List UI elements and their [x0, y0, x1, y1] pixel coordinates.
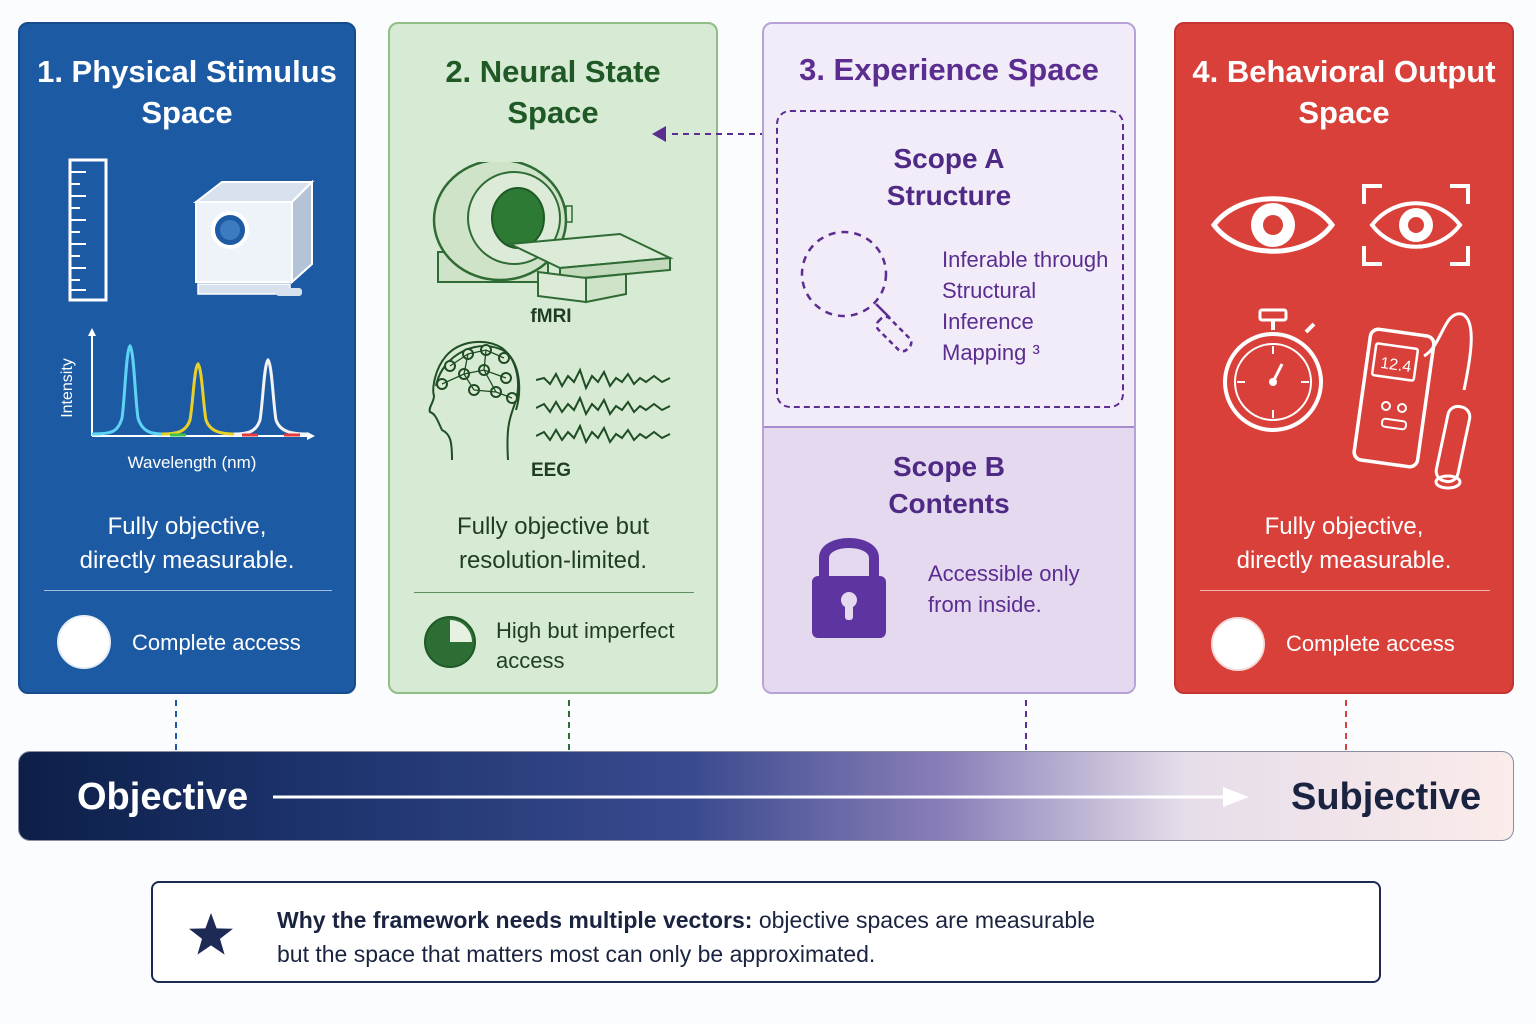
scope-a-box [776, 110, 1124, 408]
eye-icon [1210, 196, 1336, 254]
full-circle-access-icon [57, 615, 111, 669]
note-heading: Why the framework needs multiple vectors… [277, 907, 753, 933]
objective-label: Objective [77, 776, 249, 818]
note-line-1: objective spaces are measurable [752, 907, 1096, 933]
note-line-2: but the space that matters most can only… [277, 941, 876, 967]
fmri-label: fMRI [530, 306, 572, 327]
eeg-waves-icon [536, 367, 671, 445]
subjective-label: Subjective [1291, 776, 1482, 818]
spectrum-chart: Intensity Wavelength (nm) [59, 328, 315, 472]
spectrum-arrow [273, 787, 1249, 807]
scope-a-text: Inferable through Structural Inference M… [942, 247, 1109, 365]
panel-description: Fully objective, directly measurable. [1236, 513, 1452, 574]
magnifier-icon [800, 230, 913, 353]
access-label: High but imperfect access [496, 618, 675, 673]
connector-line [1025, 700, 1027, 750]
access-label: Complete access [132, 630, 301, 655]
partial-circle-access-icon [424, 616, 476, 668]
divider [1200, 590, 1490, 591]
divider [44, 590, 332, 591]
scope-b-area: Scope B Contents Accessible only from in… [764, 426, 1134, 692]
spectrum-peak-blue [91, 343, 163, 436]
ruler-icon [68, 158, 108, 302]
panel-title: 4. Behavioral Output Space [1192, 54, 1496, 130]
padlock-icon [812, 538, 886, 638]
spectrum-peak-yellow [161, 361, 235, 436]
eye-tracking-icon [1362, 184, 1470, 266]
panel-title: 1. Physical Stimulus Space [37, 54, 337, 130]
panel-title: 2. Neural State Space [445, 54, 661, 130]
full-circle-access-icon [1211, 617, 1265, 671]
connector-line [1345, 700, 1347, 750]
neural-state-panel: 2. Neural State Space fMRI EEG [388, 22, 718, 694]
meter-reading: 12.4 [1379, 355, 1412, 376]
mri-scanner-icon [432, 162, 674, 304]
panel-description: Fully objective, directly measurable. [79, 513, 295, 574]
connector-line [175, 700, 177, 750]
scope-a-title: Scope A Structure [886, 143, 1012, 211]
eeg-label: EEG [530, 460, 572, 481]
panel-title: 3. Experience Space [799, 52, 1099, 87]
chart-x-label: Wavelength (nm) [128, 453, 257, 472]
panel-description: Fully objective but resolution-limited. [456, 513, 650, 574]
behavioral-output-panel: 4. Behavioral Output Space 12.4 [1174, 22, 1514, 694]
spectrum-peak-white [233, 357, 309, 436]
access-label: Complete access [1286, 631, 1455, 656]
chart-y-label: Intensity [59, 358, 76, 418]
star-icon [189, 913, 233, 955]
divider [414, 592, 694, 593]
framework-note: Why the framework needs multiple vectors… [151, 881, 1381, 983]
physical-stimulus-panel: 1. Physical Stimulus Space Intensity Wav… [18, 22, 356, 694]
scope-b-title: Scope B Contents [888, 451, 1010, 519]
eeg-head-icon [428, 340, 521, 461]
stopwatch-icon [1223, 308, 1323, 432]
measurement-device-icon: 12.4 [1352, 312, 1473, 490]
scope-b-text: Accessible only from inside. [928, 561, 1080, 617]
experience-space-panel: 3. Experience Space Scope A Structure In… [762, 22, 1136, 694]
light-source-device-icon [193, 179, 315, 296]
connector-line [568, 700, 570, 750]
objective-subjective-spectrum: Objective Subjective [18, 751, 1514, 841]
